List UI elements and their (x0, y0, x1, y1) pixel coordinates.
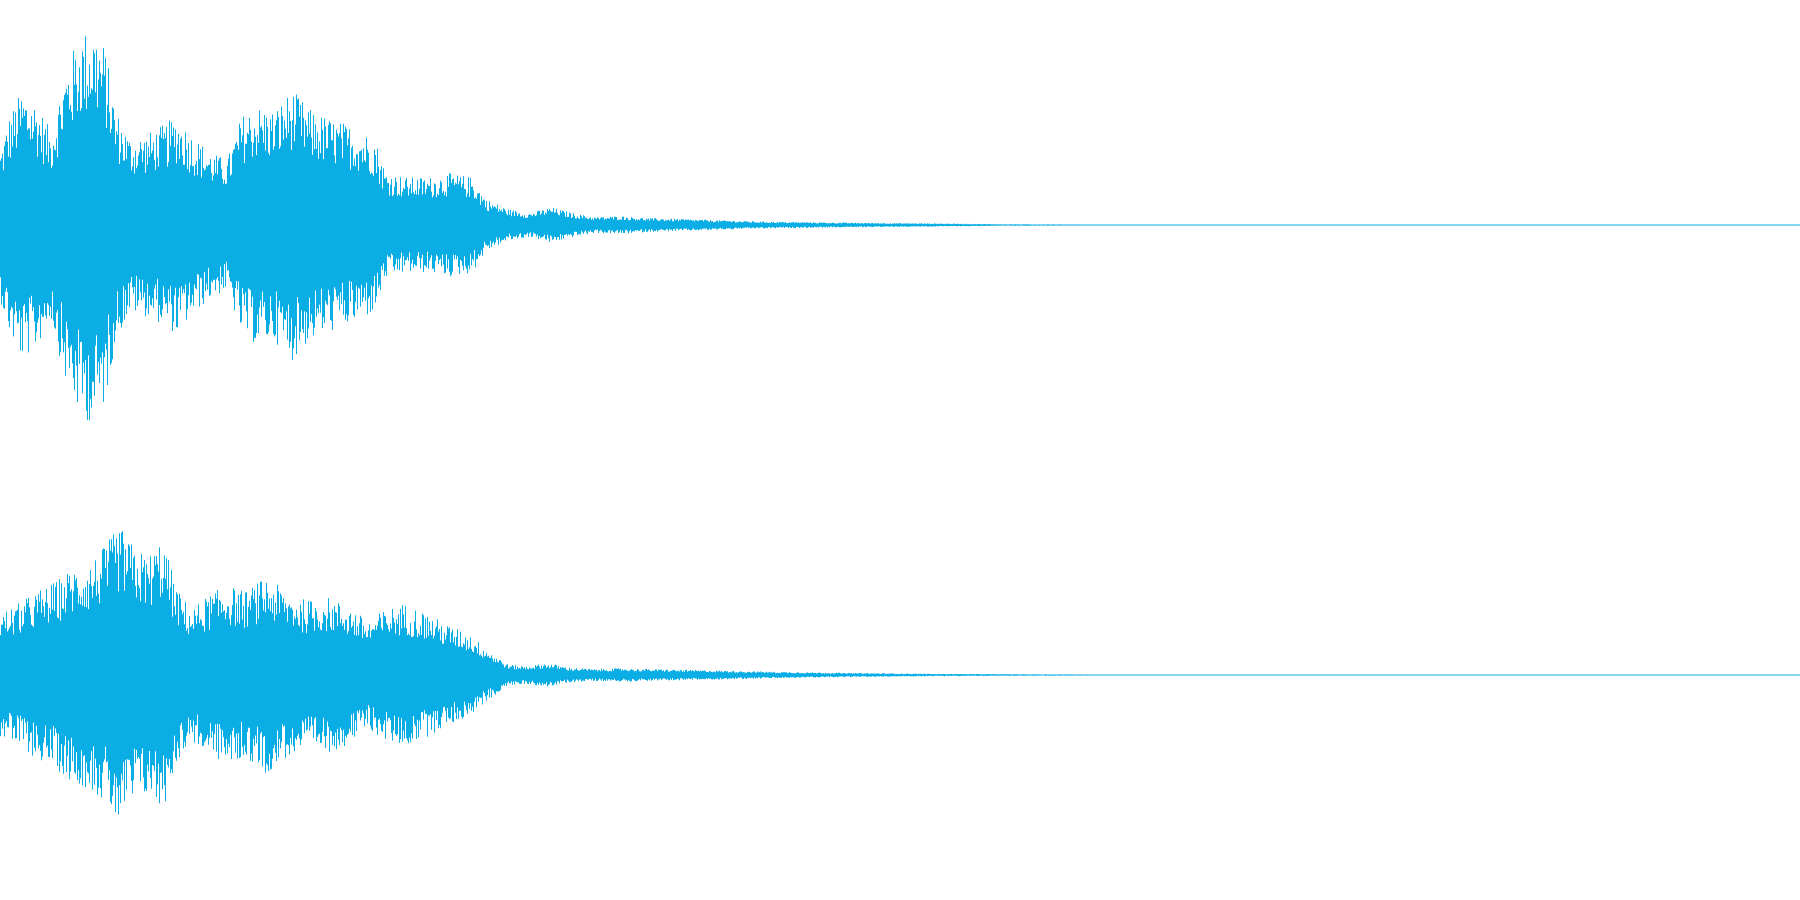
left-channel-waveform (0, 36, 1110, 421)
right-channel-track (0, 531, 1800, 815)
right-channel-waveform (0, 531, 1149, 815)
left-channel-track (0, 36, 1800, 421)
